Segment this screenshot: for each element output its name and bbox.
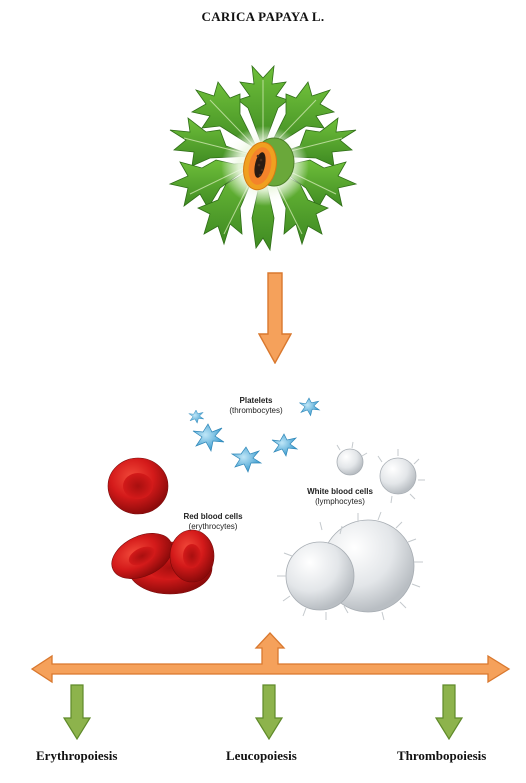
leucopoiesis-arrow-icon	[255, 684, 283, 740]
erythropoiesis-arrow-icon	[63, 684, 91, 740]
platelets-detail: (thrombocytes)	[229, 406, 283, 415]
platelets-group	[188, 397, 321, 473]
red-blood-cells-label: Red blood cells (erythrocytes)	[174, 512, 252, 532]
platelets-name: Platelets	[239, 396, 273, 405]
red-blood-cells-group	[107, 457, 215, 595]
white-blood-cells-label: White blood cells (lymphocytes)	[300, 487, 380, 507]
red-blood-cells-name: Red blood cells	[183, 512, 243, 521]
blood-cells-illustration	[107, 397, 425, 621]
page-title: CARICA PAPAYA L.	[201, 9, 325, 24]
white-blood-cells-detail: (lymphocytes)	[315, 497, 365, 506]
platelets-label: Platelets (thrombocytes)	[221, 396, 291, 416]
erythropoiesis-label: Erythropoiesis	[36, 748, 118, 763]
papaya-leaf-illustration	[168, 64, 358, 252]
thrombopoiesis-label: Thrombopoiesis	[397, 748, 487, 763]
leucopoiesis-label: Leucopoiesis	[226, 748, 297, 763]
papaya-fruit-icon	[243, 137, 295, 191]
down-arrow-icon	[258, 272, 292, 364]
thrombopoiesis-arrow-icon	[435, 684, 463, 740]
white-blood-cells-name: White blood cells	[307, 487, 373, 496]
red-blood-cells-detail: (erythrocytes)	[188, 522, 238, 531]
distribution-arrow-icon	[30, 632, 511, 684]
white-blood-cells-group	[285, 448, 417, 613]
